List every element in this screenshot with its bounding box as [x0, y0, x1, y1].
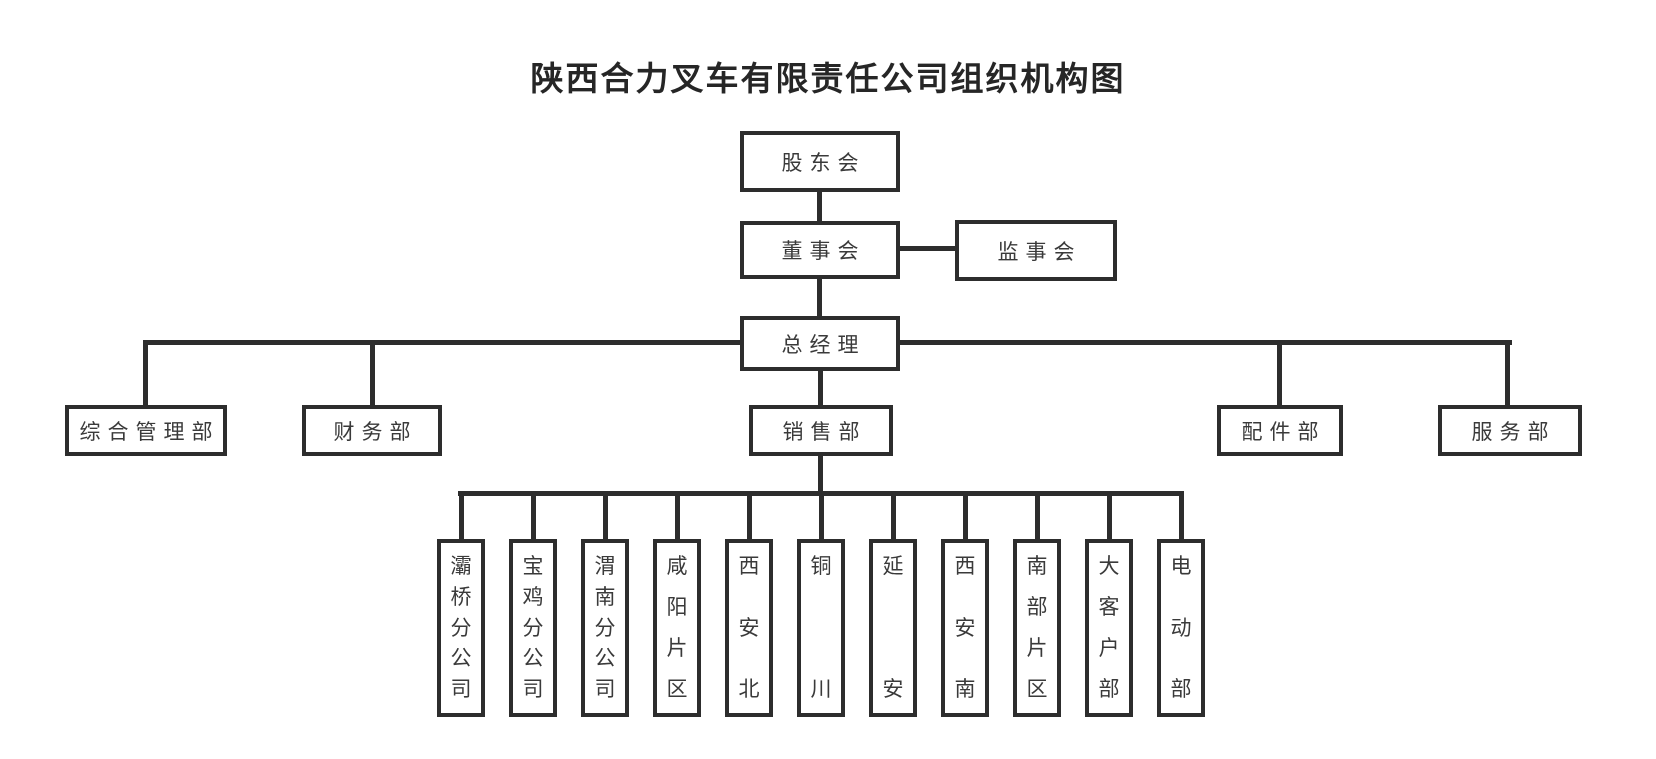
node-unit-xian-south: 西安南 — [941, 539, 989, 717]
node-unit-xianyang: 咸阳片区 — [653, 539, 701, 717]
connector-stub-weinan — [603, 491, 608, 541]
connector-drop-service — [1505, 340, 1510, 406]
connector-stub-xian-north — [747, 491, 752, 541]
connector-drop-general-admin — [143, 340, 148, 406]
node-dept-finance-label: 财务部 — [333, 419, 418, 444]
node-shareholders: 股东会 — [740, 131, 900, 192]
node-supervisory-label: 监事会 — [997, 239, 1082, 264]
node-dept-general-admin: 综合管理部 — [65, 405, 227, 456]
connector-gm-level-left — [143, 340, 742, 345]
node-unit-yanan: 延安 — [869, 539, 917, 717]
node-unit-key-accounts: 大客户部 — [1085, 539, 1133, 717]
node-unit-electric: 电动部 — [1157, 539, 1205, 717]
node-dept-parts: 配件部 — [1217, 405, 1343, 456]
connector-gm-sales — [818, 369, 823, 406]
node-unit-xian-north: 西安北 — [725, 539, 773, 717]
org-chart-title: 陕西合力叉车有限责任公司组织机构图 — [530, 60, 1126, 97]
connector-stub-key-accounts — [1107, 491, 1112, 541]
connector-stub-tongchuan — [819, 491, 824, 541]
node-dept-service: 服务部 — [1438, 405, 1582, 456]
connector-drop-parts — [1277, 340, 1282, 406]
connector-stub-xianyang — [675, 491, 680, 541]
node-unit-south-area: 南部片区 — [1013, 539, 1061, 717]
node-unit-tongchuan: 铜川 — [797, 539, 845, 717]
connector-stub-baqiao — [459, 491, 464, 541]
node-board-label: 董事会 — [781, 239, 866, 263]
connector-stub-yanan — [891, 491, 896, 541]
connector-board-gm — [817, 277, 822, 318]
node-dept-general-admin-label: 综合管理部 — [79, 419, 220, 444]
node-supervisory: 监事会 — [955, 220, 1117, 281]
node-dept-sales-label: 销售部 — [782, 419, 867, 444]
node-unit-weinan: 渭南分公司 — [581, 539, 629, 717]
node-unit-baqiao: 灞桥分公司 — [437, 539, 485, 717]
connector-stub-xian-south — [963, 491, 968, 541]
connector-stub-electric — [1179, 491, 1184, 541]
node-board: 董事会 — [740, 221, 900, 279]
node-dept-parts-label: 配件部 — [1241, 419, 1326, 444]
connector-stub-south-area — [1035, 491, 1040, 541]
node-general-manager-label: 总经理 — [781, 332, 866, 357]
connector-sales-bus — [818, 454, 823, 496]
connector-stub-baoji — [531, 491, 536, 541]
node-general-manager: 总经理 — [740, 316, 900, 371]
node-dept-sales: 销售部 — [749, 405, 893, 456]
node-unit-baoji: 宝鸡分公司 — [509, 539, 557, 717]
node-dept-finance: 财务部 — [302, 405, 442, 456]
node-shareholders-label: 股东会 — [781, 150, 866, 175]
connector-drop-finance — [370, 340, 375, 406]
connector-board-supervisory — [897, 246, 958, 251]
node-dept-service-label: 服务部 — [1471, 419, 1556, 444]
connector-shareholders-board — [817, 189, 822, 223]
connector-gm-level-right — [898, 340, 1512, 345]
